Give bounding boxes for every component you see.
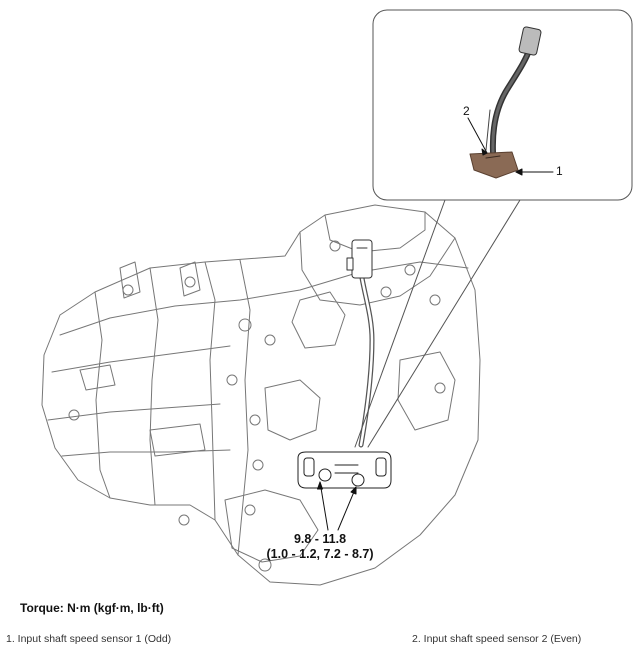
torque-conversion: (1.0 - 1.2, 7.2 - 8.7) — [266, 547, 374, 561]
torque-spec: 9.8 - 11.8 (1.0 - 1.2, 7.2 - 8.7) — [250, 532, 390, 562]
callout-number: 2 — [463, 104, 470, 118]
transmission-housing — [41, 204, 481, 586]
transmission-illustration — [41, 9, 633, 586]
legend-item: 2. Input shaft speed sensor 2 (Even) — [412, 633, 582, 645]
legend-item: 1. Input shaft speed sensor 1 (Odd) — [6, 633, 172, 645]
sensor-bracket — [297, 451, 392, 489]
callout-frame — [354, 9, 633, 448]
sensor-harness — [346, 239, 375, 448]
callout-number: 1 — [556, 164, 563, 178]
torque-value: 9.8 - 11.8 — [293, 532, 347, 546]
sensor-detail — [469, 26, 542, 179]
torque-units-title: Torque: N·m (kgf·m, lb·ft) — [20, 601, 164, 615]
leader-lines — [317, 117, 554, 531]
